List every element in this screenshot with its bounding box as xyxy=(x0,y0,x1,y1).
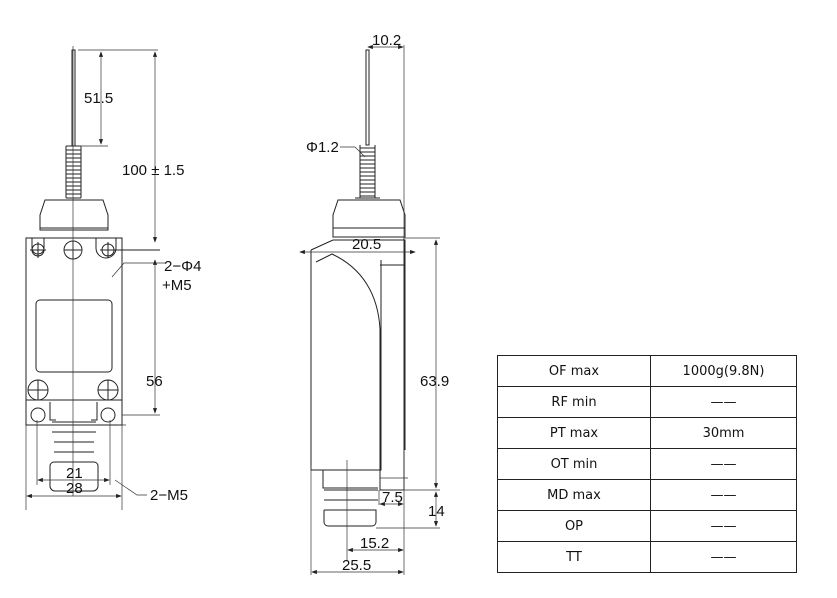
dim-body-height: 56 xyxy=(146,373,163,390)
switch-body-side xyxy=(310,239,406,471)
spec-key: TT xyxy=(497,541,651,573)
spec-key: OP xyxy=(497,510,651,542)
spec-key: OF max xyxy=(497,355,651,387)
spec-value: 1000g(9.8N) xyxy=(650,355,797,387)
actuator-rod xyxy=(71,49,76,147)
dim-bottom: 14 xyxy=(428,503,445,520)
dim-rod-length: 51.5 xyxy=(84,90,113,107)
side-view: 10.2 Φ1.2 20.5 63.9 14 7.5 15.2 25.5 xyxy=(299,32,449,575)
dim-rod-offset: 10.2 xyxy=(372,32,401,49)
dim-depth: 20.5 xyxy=(352,236,381,253)
spec-value: 30mm xyxy=(650,417,797,449)
table-row: TT—— xyxy=(497,541,797,573)
window xyxy=(35,299,113,373)
spec-value: —— xyxy=(650,510,797,542)
spec-value: —— xyxy=(650,541,797,573)
front-view: 51.5 100 ± 1.5 2−Φ4 +M5 56 2−M5 21 28 xyxy=(25,46,201,510)
screws xyxy=(27,238,160,423)
spec-key: MD max xyxy=(497,479,651,511)
dim-outer-width: 28 xyxy=(66,480,83,497)
label-bottom-holes: 2−M5 xyxy=(150,487,188,504)
table-row: OP—— xyxy=(497,510,797,542)
dim-total-height: 100 ± 1.5 xyxy=(122,162,184,179)
actuator-cap xyxy=(39,199,109,231)
dim-boot-offset: 15.2 xyxy=(360,535,389,552)
actuator-cap-side xyxy=(332,197,406,238)
table-row: RF min—— xyxy=(497,386,797,418)
switch-body xyxy=(25,237,123,426)
label-top-thread: +M5 xyxy=(162,277,192,294)
table-row: MD max—— xyxy=(497,479,797,511)
spec-key: PT max xyxy=(497,417,651,449)
dim-height: 63.9 xyxy=(420,373,449,390)
boot xyxy=(49,402,99,492)
dim-inner-width: 21 xyxy=(66,465,83,482)
dim-total-depth: 25.5 xyxy=(342,557,371,574)
table-row: OT min—— xyxy=(497,448,797,480)
spec-value: —— xyxy=(650,448,797,480)
spring-side xyxy=(359,145,376,198)
boot-side xyxy=(322,470,378,527)
label-top-holes: 2−Φ4 xyxy=(164,258,201,275)
spec-value: —— xyxy=(650,386,797,418)
spec-key: OT min xyxy=(497,448,651,480)
spec-value: —— xyxy=(650,479,797,511)
actuator-rod-side xyxy=(365,49,370,146)
spec-key: RF min xyxy=(497,386,651,418)
label-rod-diameter: Φ1.2 xyxy=(306,139,339,156)
dim-step: 7.5 xyxy=(382,489,403,506)
spring xyxy=(65,145,82,199)
